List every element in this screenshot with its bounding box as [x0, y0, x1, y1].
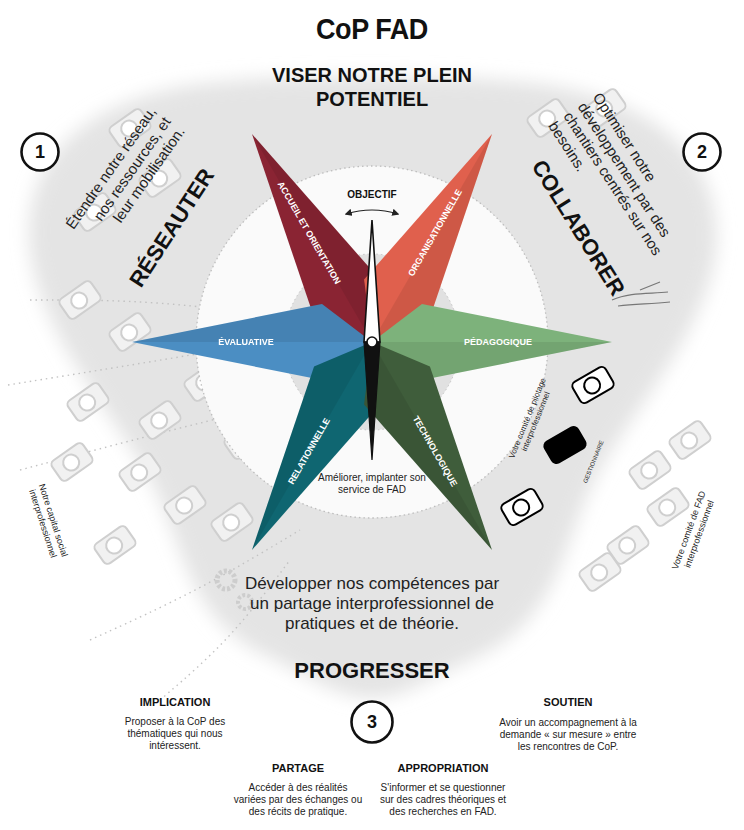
benefit-heading: IMPLICATION [100, 696, 250, 709]
social-capital-icon [93, 524, 138, 565]
person-card [58, 279, 103, 320]
callout-number: 3 [367, 712, 377, 733]
person-card [543, 425, 588, 465]
number-circle-outline [684, 134, 721, 171]
person-head [60, 451, 82, 473]
person-card [628, 449, 673, 490]
social-capital-icon [108, 311, 153, 352]
gear-symbol [217, 571, 235, 589]
person-head [553, 435, 575, 457]
diagram-title: CoP FAD [282, 11, 462, 46]
step-number-circle: 3 [350, 700, 394, 744]
competency-name: ÉVALUATIVE [218, 337, 274, 347]
person-card [163, 484, 208, 525]
benefit-text: S'informer et se questionner sur des cad… [377, 782, 509, 817]
step-description: Optimiser notre développement par des ch… [545, 89, 700, 274]
compass-point-shape [339, 323, 525, 569]
person-head [76, 391, 98, 413]
main-heading: VISER NOTRE PLEIN POTENTIEL [252, 64, 492, 111]
person-head [678, 429, 700, 451]
step-number-circle: 2 [682, 132, 722, 172]
social-capital-icon [210, 501, 255, 542]
person-card [668, 419, 713, 460]
benefit-heading: APPROPRIATION [378, 762, 508, 775]
person-head [588, 561, 610, 583]
person-head [118, 321, 140, 343]
person-card [118, 451, 163, 492]
compass-point-shade [132, 304, 372, 342]
background-blob [29, 76, 716, 698]
group-caption: Votre comité de pilotage interprofession… [503, 365, 562, 474]
person-head [148, 409, 170, 431]
social-capital-icon [163, 484, 208, 525]
social-capital-icon [58, 279, 103, 320]
social-capital-icon [50, 441, 95, 482]
callout-number: 1 [35, 142, 45, 163]
compass-label: OBJECTIF [332, 189, 412, 201]
person-card [578, 551, 623, 592]
social-capital-icon [66, 381, 111, 422]
person-head [638, 459, 660, 481]
manager-icon [543, 425, 588, 465]
role-caption: GESTIONNAIRE [578, 428, 611, 496]
group-caption: Votre comité de FAD interprofessionnel [665, 477, 723, 588]
person-card [646, 486, 691, 527]
person-head [173, 494, 195, 516]
competency-name: PÉDAGOGIQUE [464, 337, 532, 347]
benefit-text: Proposer à la CoP des thématiques qui no… [108, 716, 243, 751]
person-card [138, 399, 183, 440]
person-head [510, 497, 532, 519]
benefit-heading: SOUTIEN [493, 696, 643, 709]
committee-icon [668, 419, 713, 460]
person-card [93, 524, 138, 565]
social-capital-icon [118, 451, 163, 492]
needle-pivot [367, 337, 377, 347]
person-head [581, 375, 603, 397]
committee-icon [646, 486, 691, 527]
person-card [210, 501, 255, 542]
person-card [571, 365, 616, 405]
person-card [66, 381, 111, 422]
number-circle-outline [352, 702, 393, 743]
compass-label: Améliorer, implanter son service de FAD [317, 472, 427, 496]
step-heading: PROGRESSER [272, 658, 472, 684]
group-caption: Notre capital social interprofessionnel [20, 464, 76, 580]
step-description: Développer nos compétences par un partag… [240, 574, 505, 634]
person-head [103, 534, 125, 556]
compass-point-shade [219, 323, 372, 550]
needle-upper [364, 220, 380, 342]
person-card [108, 311, 153, 352]
benefit-text: Avoir un accompagnement à la demande « s… [499, 717, 637, 752]
person-head [128, 461, 150, 483]
needle-lower [364, 342, 380, 460]
person-head [68, 289, 90, 311]
number-circle-outline [22, 134, 59, 171]
person-head [656, 496, 678, 518]
benefit-heading: PARTAGE [233, 762, 363, 775]
committee-icon [628, 449, 673, 490]
compass-point-shade [339, 342, 492, 569]
person-card [50, 441, 95, 482]
person-card [500, 487, 545, 527]
steering-committee-icon [500, 487, 545, 527]
committee-icon [578, 551, 623, 592]
benefit-text: Accéder à des réalités variées par des é… [232, 782, 364, 817]
person-head [220, 511, 242, 533]
callout-number: 2 [697, 142, 707, 163]
step-number-circle: 1 [20, 132, 60, 172]
objective-double-arrow [346, 210, 398, 214]
gear-symbol [238, 595, 252, 609]
social-capital-icon [138, 399, 183, 440]
person-head [616, 534, 638, 556]
steering-committee-icon [571, 365, 616, 405]
